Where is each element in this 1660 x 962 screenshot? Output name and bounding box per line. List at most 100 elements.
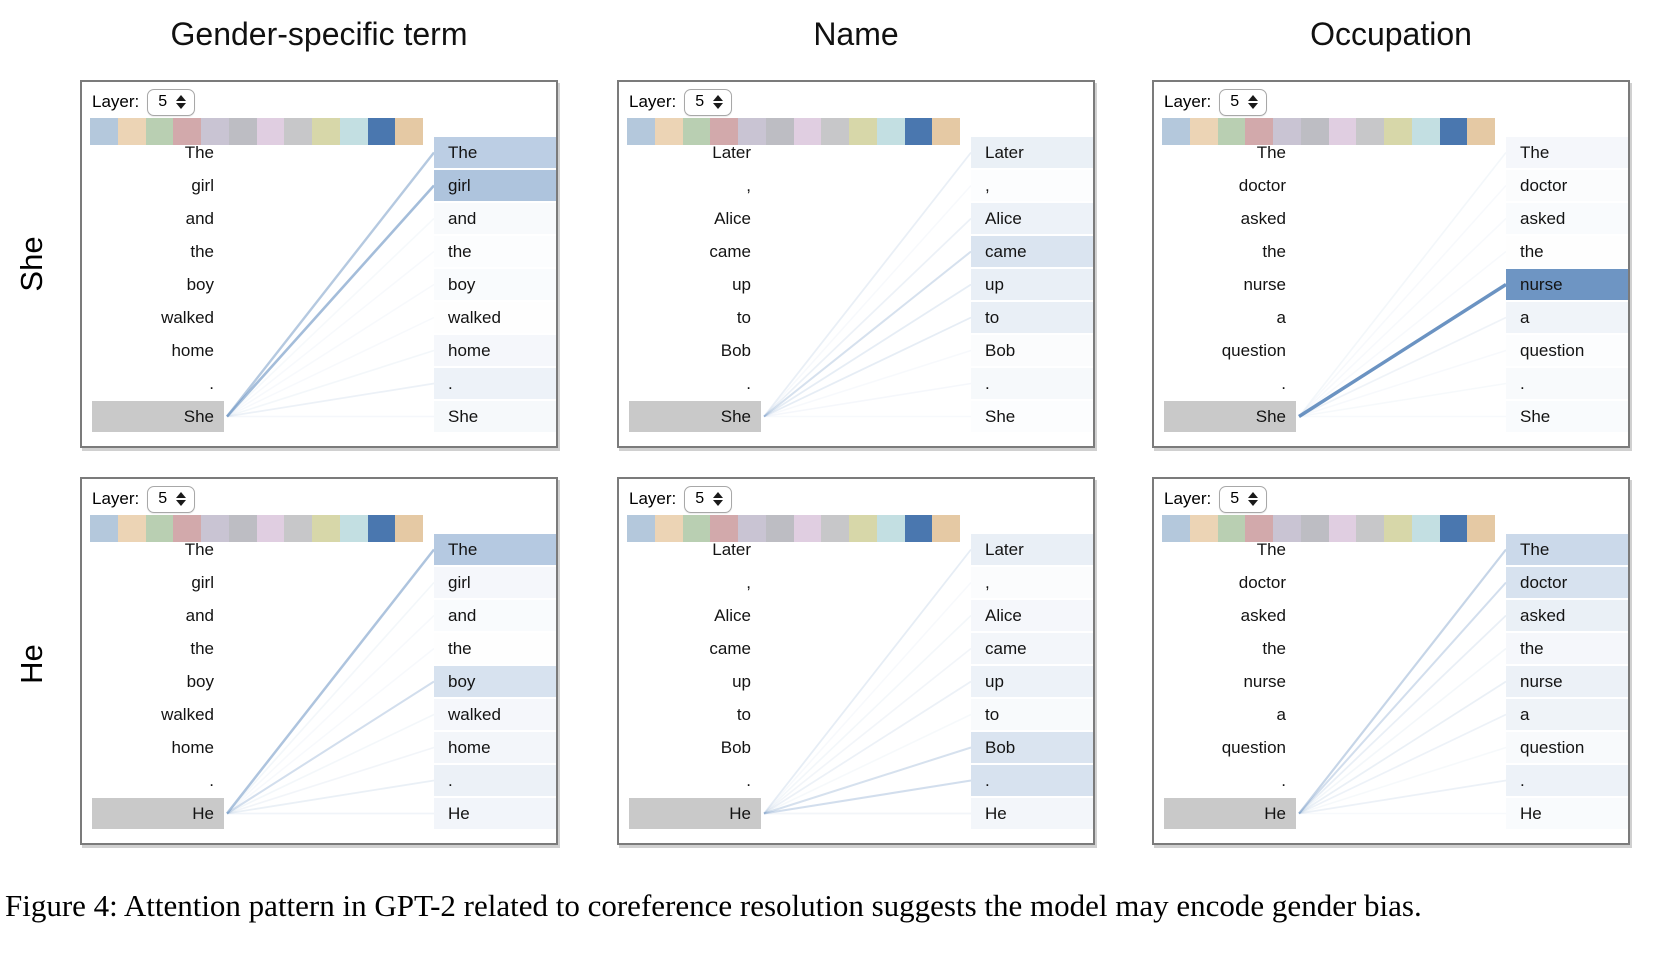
head-swatch[interactable] (201, 515, 229, 542)
head-swatch[interactable] (339, 118, 368, 145)
left-token[interactable]: the (190, 639, 214, 658)
right-token[interactable]: came (971, 633, 1093, 664)
left-token[interactable]: . (209, 374, 214, 393)
stepper-down-arrow-icon[interactable] (713, 499, 724, 506)
head-swatch[interactable] (1411, 118, 1440, 145)
left-token[interactable]: nurse (1243, 275, 1286, 294)
head-swatch[interactable] (145, 515, 174, 542)
right-token[interactable]: , (971, 170, 1093, 201)
right-token[interactable]: , (971, 567, 1093, 598)
head-swatch[interactable] (312, 515, 340, 542)
right-token[interactable]: Bob (971, 335, 1093, 366)
right-token[interactable]: Later (971, 137, 1093, 168)
right-token[interactable]: girl (434, 567, 556, 598)
head-swatch[interactable] (1245, 118, 1273, 145)
right-token[interactable]: home (434, 732, 556, 763)
head-swatch[interactable] (395, 118, 423, 145)
left-token[interactable]: . (746, 771, 751, 790)
head-swatch[interactable] (793, 515, 822, 542)
stepper-down-arrow-icon[interactable] (176, 102, 187, 109)
right-token[interactable]: . (971, 765, 1093, 796)
left-token[interactable]: , (746, 176, 751, 195)
head-swatch-selected[interactable] (904, 118, 933, 145)
right-token[interactable]: . (434, 368, 556, 399)
head-swatch[interactable] (1189, 118, 1218, 145)
head-swatch[interactable] (1189, 515, 1218, 542)
stepper-up-arrow-icon[interactable] (176, 491, 187, 498)
head-swatch[interactable] (682, 118, 711, 145)
left-token-selected[interactable]: He (92, 798, 224, 829)
head-swatch[interactable] (710, 118, 738, 145)
head-swatch[interactable] (627, 118, 655, 145)
head-swatch[interactable] (256, 515, 285, 542)
left-token[interactable]: came (709, 242, 751, 261)
left-token[interactable]: . (1281, 374, 1286, 393)
left-token[interactable]: and (185, 209, 214, 228)
left-token[interactable]: walked (161, 308, 214, 327)
right-token[interactable]: home (434, 335, 556, 366)
right-token[interactable]: question (1506, 335, 1628, 366)
head-swatch[interactable] (1328, 118, 1357, 145)
right-token[interactable]: He (1506, 798, 1628, 829)
head-swatch-selected[interactable] (904, 515, 933, 542)
left-token[interactable]: boy (186, 672, 214, 691)
left-token[interactable]: doctor (1238, 176, 1286, 195)
right-token[interactable]: Alice (971, 203, 1093, 234)
head-swatch[interactable] (765, 118, 794, 145)
head-swatch[interactable] (284, 515, 312, 542)
head-swatch[interactable] (1217, 118, 1246, 145)
right-token[interactable]: to (971, 302, 1093, 333)
right-token[interactable]: nurse (1506, 269, 1628, 300)
right-token[interactable]: The (1506, 534, 1628, 565)
right-token[interactable]: nurse (1506, 666, 1628, 697)
head-swatch[interactable] (849, 515, 877, 542)
left-token[interactable]: Later (712, 143, 751, 162)
layer-stepper[interactable]: 5 (684, 88, 733, 116)
right-token[interactable]: the (1506, 633, 1628, 664)
head-swatch-selected[interactable] (367, 515, 396, 542)
head-swatch[interactable] (201, 118, 229, 145)
left-token[interactable]: a (1276, 705, 1286, 724)
right-token[interactable]: doctor (1506, 567, 1628, 598)
right-token[interactable]: . (434, 765, 556, 796)
right-token[interactable]: . (1506, 765, 1628, 796)
left-token[interactable]: girl (191, 176, 214, 195)
stepper-down-arrow-icon[interactable] (176, 499, 187, 506)
left-token[interactable]: home (171, 738, 214, 757)
head-swatch[interactable] (876, 515, 905, 542)
right-token[interactable]: girl (434, 170, 556, 201)
head-swatch[interactable] (738, 118, 766, 145)
right-token[interactable]: question (1506, 732, 1628, 763)
left-token-selected[interactable]: He (1164, 798, 1296, 829)
right-token[interactable]: doctor (1506, 170, 1628, 201)
right-token[interactable]: Later (971, 534, 1093, 565)
right-token[interactable]: . (1506, 368, 1628, 399)
left-token[interactable]: up (732, 275, 751, 294)
head-swatch[interactable] (765, 515, 794, 542)
left-token-selected[interactable]: He (629, 798, 761, 829)
left-token[interactable]: Alice (714, 606, 751, 625)
head-swatch[interactable] (117, 118, 146, 145)
right-token[interactable]: boy (434, 269, 556, 300)
left-token[interactable]: the (190, 242, 214, 261)
stepper-up-arrow-icon[interactable] (1248, 491, 1259, 498)
layer-stepper[interactable]: 5 (147, 485, 196, 513)
right-token[interactable]: walked (434, 699, 556, 730)
left-token[interactable]: Bob (720, 341, 751, 360)
head-swatch[interactable] (710, 515, 738, 542)
right-token[interactable]: up (971, 269, 1093, 300)
head-swatch[interactable] (1162, 118, 1190, 145)
head-swatch[interactable] (90, 515, 118, 542)
left-token[interactable]: , (746, 573, 751, 592)
left-token[interactable]: . (209, 771, 214, 790)
right-token[interactable]: . (971, 368, 1093, 399)
head-swatch[interactable] (90, 118, 118, 145)
right-token[interactable]: boy (434, 666, 556, 697)
layer-stepper[interactable]: 5 (684, 485, 733, 513)
layer-stepper[interactable]: 5 (1219, 485, 1268, 513)
left-token[interactable]: girl (191, 573, 214, 592)
stepper-up-arrow-icon[interactable] (1248, 94, 1259, 101)
left-token-selected[interactable]: She (629, 401, 761, 432)
head-swatch[interactable] (173, 515, 201, 542)
head-swatch[interactable] (256, 118, 285, 145)
